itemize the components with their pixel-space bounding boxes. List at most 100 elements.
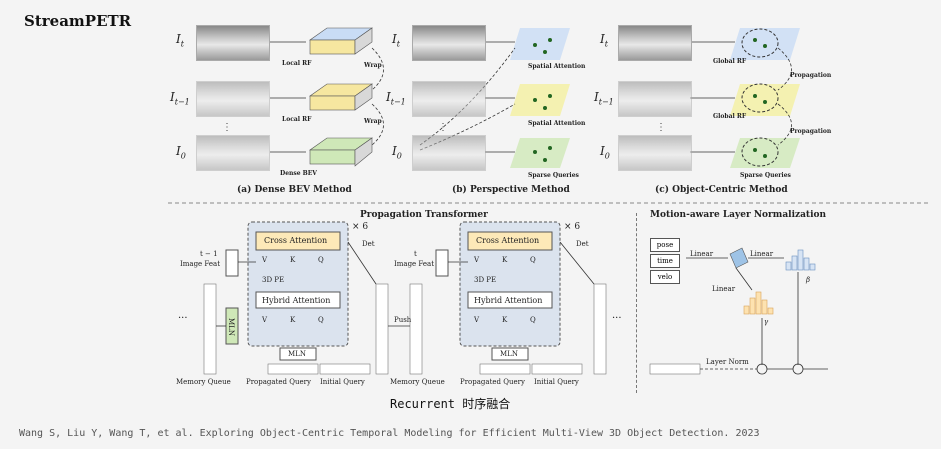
- frame-label-t-c: It: [600, 32, 608, 49]
- q-label-3: Q: [318, 316, 324, 324]
- k-label-1: K: [290, 256, 296, 264]
- k-label-3: K: [290, 316, 296, 324]
- hybrid-attention-2: Hybrid Attention: [474, 296, 543, 305]
- mln-label-1: MLN: [288, 350, 306, 358]
- spatial-attention-label-2: Spatial Attention: [528, 120, 586, 127]
- mln-label-2: MLN: [500, 350, 518, 358]
- mln-title: Motion-aware Layer Normalization: [650, 210, 827, 220]
- camera-image-0-b: [412, 135, 486, 171]
- object-plane-bottom: [730, 138, 800, 168]
- caption-dense-bev: (a) Dense BEV Method: [237, 185, 352, 195]
- global-rf-label-2: Global RF: [713, 113, 747, 120]
- q-label-1: Q: [318, 256, 324, 264]
- frame-label-t-1-b: It−1: [386, 90, 406, 107]
- vdots-b: ⋮: [438, 122, 448, 133]
- frame-label-0-b: I0: [392, 144, 402, 161]
- wrap-label-2: Wrap: [364, 118, 382, 125]
- dense-bev-grid-top: [309, 27, 373, 55]
- frame-label-t-1-c: It−1: [594, 90, 614, 107]
- camera-image-t1-b: [412, 81, 486, 117]
- linear-param-shape: [729, 247, 749, 269]
- layer-norm-label: Layer Norm: [706, 358, 749, 366]
- sparse-queries-label-c: Sparse Queries: [740, 172, 791, 179]
- frame-label-0-c: I0: [600, 144, 610, 161]
- hybrid-attention-1: Hybrid Attention: [262, 296, 331, 305]
- velo-input: velo: [650, 270, 680, 284]
- perspective-plane-mid: [510, 84, 570, 116]
- pose-input: pose: [650, 238, 680, 252]
- propagation-transformer-title: Propagation Transformer: [360, 210, 488, 220]
- memory-queue-label-1: Memory Queue: [176, 378, 231, 386]
- camera-image-t-a: [196, 25, 270, 61]
- recurrent-label: Recurrent 时序融合: [390, 397, 511, 411]
- vdots-c: ⋮: [656, 122, 666, 133]
- local-rf-label-1: Local RF: [282, 60, 312, 67]
- camera-image-t-b: [412, 25, 486, 61]
- beta-label: β: [806, 276, 811, 284]
- section-divider: [636, 213, 637, 393]
- k-label-2: K: [502, 256, 508, 264]
- times6-label-2: × 6: [564, 222, 581, 232]
- t-minus-1-label: t − 1: [200, 250, 218, 258]
- camera-image-t-c: [618, 25, 692, 61]
- k-label-4: K: [502, 316, 508, 324]
- times6-label-1: × 6: [352, 222, 369, 232]
- memory-queue-label-2: Memory Queue: [390, 378, 445, 386]
- frame-label-t: It: [176, 32, 184, 49]
- mln-vertical: MLN: [227, 318, 235, 336]
- image-feat-label-1: Image Feat: [180, 260, 221, 268]
- linear-label-1: Linear: [690, 250, 714, 258]
- time-input: time: [650, 254, 680, 268]
- initial-query-label-1: Initial Query: [320, 378, 365, 386]
- push-label: Push: [394, 316, 412, 324]
- q-label-2: Q: [530, 256, 536, 264]
- frame-label-t-1: It−1: [170, 90, 190, 107]
- camera-image-0-c: [618, 135, 692, 171]
- propagated-query-label-1: Propagated Query: [246, 378, 311, 386]
- camera-image-0-a: [196, 135, 270, 171]
- v-label-2: V: [474, 256, 480, 264]
- v-label-1: V: [262, 256, 268, 264]
- wrap-label-1: Wrap: [364, 62, 382, 69]
- v-label-3: V: [262, 316, 268, 324]
- cross-attention-2: Cross Attention: [476, 236, 540, 245]
- camera-image-t1-c: [618, 81, 692, 117]
- linear-label-3: Linear: [712, 285, 736, 293]
- q-label-4: Q: [530, 316, 536, 324]
- dense-bev-grid-mid: [309, 83, 373, 111]
- page-title: StreamPETR: [24, 12, 132, 30]
- pe3d-1: 3D PE: [262, 276, 285, 284]
- global-rf-label-1: Global RF: [713, 58, 747, 65]
- propagated-query-label-2: Propagated Query: [460, 378, 525, 386]
- v-label-4: V: [474, 316, 480, 324]
- camera-image-t1-a: [196, 81, 270, 117]
- dense-bev-grid-bottom: [309, 137, 373, 167]
- ellipsis-right: ···: [612, 313, 622, 324]
- frame-label-0: I0: [176, 144, 186, 161]
- propagation-label-2: Propagation: [790, 128, 832, 135]
- spatial-attention-label-1: Spatial Attention: [528, 63, 586, 70]
- caption-perspective: (b) Perspective Method: [452, 185, 570, 195]
- perspective-plane-bottom: [510, 138, 570, 168]
- transformer-block-1: [247, 221, 349, 347]
- det-label-2: Det: [576, 240, 589, 248]
- linear-label-2: Linear: [750, 250, 774, 258]
- frame-label-t-b: It: [392, 32, 400, 49]
- transformer-block-2: [459, 221, 561, 347]
- pe3d-2: 3D PE: [474, 276, 497, 284]
- citation: Wang S, Liu Y, Wang T, et al. Exploring …: [19, 428, 760, 439]
- t-label: t: [414, 250, 417, 258]
- propagation-label-1: Propagation: [790, 72, 832, 79]
- ellipsis-left: ···: [178, 313, 188, 324]
- perspective-plane-top: [510, 28, 570, 60]
- cross-attention-1: Cross Attention: [264, 236, 328, 245]
- sparse-queries-label-b: Sparse Queries: [528, 172, 579, 179]
- dense-bev-label: Dense BEV: [280, 170, 317, 177]
- initial-query-label-2: Initial Query: [534, 378, 579, 386]
- gamma-label: γ: [764, 318, 769, 326]
- image-feat-label-2: Image Feat: [394, 260, 435, 268]
- local-rf-label-2: Local RF: [282, 116, 312, 123]
- vdots-a: ⋮: [222, 122, 232, 133]
- caption-object-centric: (c) Object-Centric Method: [655, 185, 788, 195]
